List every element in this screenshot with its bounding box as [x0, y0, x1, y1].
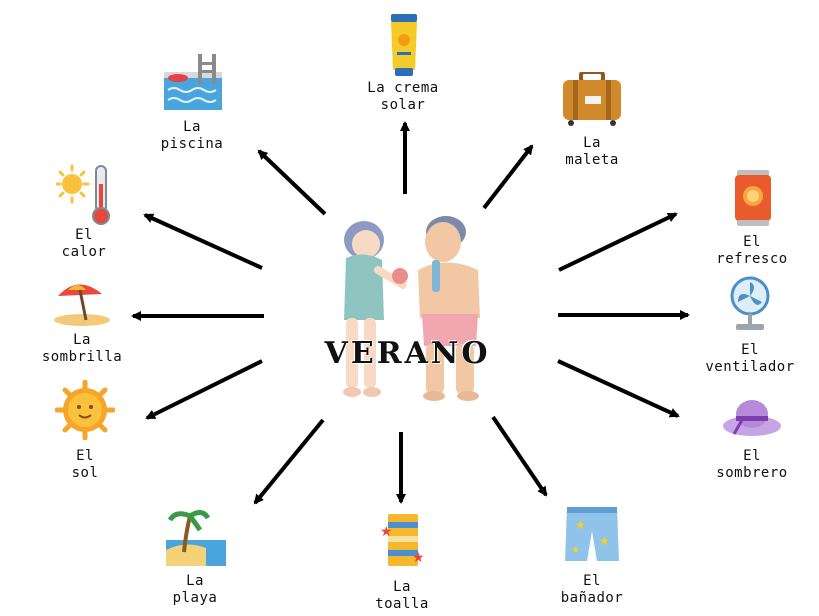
children-illustration: [343, 216, 480, 401]
label-sombrero: El sombrero: [700, 448, 804, 482]
arrow-to-calor: [143, 213, 263, 270]
label-calor-line2: calor: [61, 244, 107, 260]
label-playa: La playa: [155, 573, 235, 607]
svg-text:★: ★: [575, 518, 586, 532]
label-calor: El calor: [44, 227, 124, 261]
umbrella-icon: [54, 284, 110, 326]
label-banador-line1: El: [583, 573, 601, 589]
svg-text:★: ★: [412, 550, 425, 566]
arrow-to-piscina: [257, 149, 327, 216]
label-crema-line1: La crema: [367, 80, 439, 96]
label-playa-line1: La: [186, 573, 204, 589]
towel-icon: ★ ★: [380, 514, 425, 566]
label-refresco-line2: refresco: [716, 251, 788, 267]
swim-trunks-icon: ★ ★ ★: [565, 507, 619, 561]
sun-icon: [55, 380, 115, 440]
svg-text:★: ★: [380, 524, 393, 540]
label-sol: El sol: [45, 448, 125, 482]
soda-can-icon: [735, 170, 771, 226]
label-sol-line1: El: [76, 448, 94, 464]
label-playa-line2: playa: [172, 590, 218, 606]
arrow-to-sol: [145, 359, 263, 420]
label-banador-line2: bañador: [560, 590, 624, 606]
center-title: VERANO: [324, 336, 491, 371]
pool-icon: [164, 54, 222, 110]
heat-thermometer-icon: [56, 164, 110, 225]
svg-text:★: ★: [599, 534, 610, 548]
arrow-to-sombrero: [557, 359, 680, 418]
arrow-to-refresco: [558, 212, 678, 272]
label-maleta: La maleta: [550, 135, 634, 169]
arrow-to-playa: [253, 418, 325, 505]
label-sol-line2: sol: [71, 465, 99, 481]
label-sombrilla-line1: La: [73, 332, 91, 348]
suitcase-icon: [563, 72, 621, 126]
label-piscina-line2: piscina: [160, 136, 224, 152]
arrow-to-banador: [491, 415, 548, 497]
sunscreen-icon: [391, 14, 417, 76]
label-crema-line2: solar: [380, 97, 426, 113]
beach-icon: [166, 510, 226, 566]
label-ventilador-line1: El: [741, 342, 759, 358]
girl-figure: [343, 221, 408, 397]
label-refresco-line1: El: [743, 234, 761, 250]
label-banador: El bañador: [550, 573, 634, 607]
label-toalla: La toalla: [360, 579, 444, 613]
arrow-to-maleta: [482, 144, 534, 210]
label-piscina-line1: La: [183, 119, 201, 135]
fan-icon: [730, 276, 770, 330]
label-toalla-line2: toalla: [375, 596, 429, 612]
label-toalla-line1: La: [393, 579, 411, 595]
label-sombrilla-line2: sombrilla: [41, 349, 123, 365]
label-piscina: La piscina: [152, 119, 232, 153]
label-crema: La crema solar: [350, 80, 456, 114]
boy-figure: [418, 216, 480, 401]
label-maleta-line1: La: [583, 135, 601, 151]
label-sombrilla: La sombrilla: [34, 332, 130, 366]
label-sombrero-line1: El: [743, 448, 761, 464]
hat-icon: [723, 400, 781, 436]
label-calor-line1: El: [75, 227, 93, 243]
label-maleta-line2: maleta: [565, 152, 619, 168]
label-refresco: El refresco: [702, 234, 802, 268]
label-ventilador: El ventilador: [695, 342, 805, 376]
label-ventilador-line2: ventilador: [705, 359, 795, 375]
label-sombrero-line2: sombrero: [716, 465, 788, 481]
svg-text:★: ★: [571, 545, 580, 556]
